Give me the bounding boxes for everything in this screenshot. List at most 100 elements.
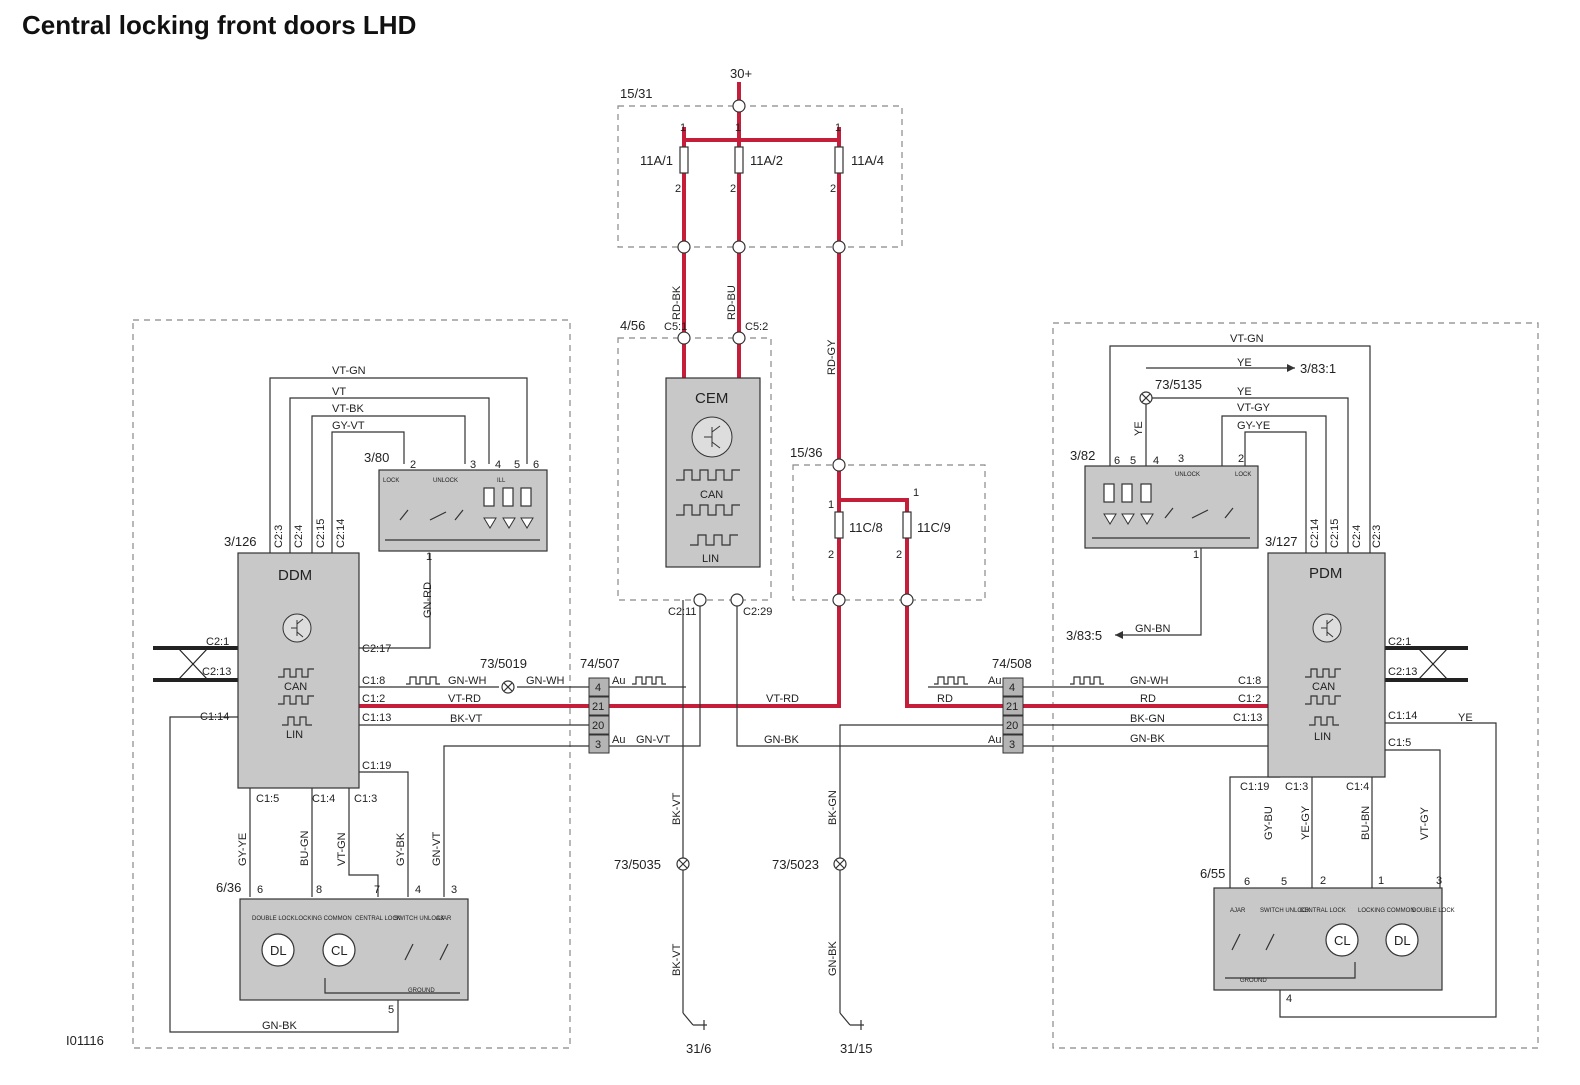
svg-text:3/82: 3/82 [1070, 448, 1095, 463]
svg-text:1: 1 [913, 487, 919, 499]
svg-text:C2:14: C2:14 [1309, 519, 1321, 548]
svg-text:Au: Au [612, 675, 625, 687]
door-lock-6-36: DOUBLE LOCK LOCKING COMMON CENTRAL LOCK … [239, 898, 469, 1001]
svg-text:GY-BU: GY-BU [1263, 806, 1275, 840]
fuse-11a-4: 11A/4 [834, 146, 884, 174]
svg-text:VT: VT [332, 386, 346, 398]
splice-icons [501, 391, 1153, 871]
svg-text:DL: DL [1394, 933, 1411, 948]
svg-text:74/507: 74/507 [580, 656, 620, 671]
svg-text:C1:19: C1:19 [362, 760, 391, 772]
svg-text:GN-BK: GN-BK [764, 734, 800, 746]
right-door-box [1052, 322, 1539, 1049]
svg-text:73/5135: 73/5135 [1155, 377, 1202, 392]
svg-text:21: 21 [1006, 701, 1018, 713]
svg-text:2: 2 [675, 183, 681, 195]
svg-text:74/508: 74/508 [992, 656, 1032, 671]
svg-text:GN-WH: GN-WH [1130, 675, 1169, 687]
svg-text:BK-GN: BK-GN [1130, 713, 1165, 725]
svg-text:AJAR: AJAR [1230, 908, 1246, 914]
svg-text:6/36: 6/36 [216, 880, 241, 895]
svg-text:C1:14: C1:14 [1388, 710, 1417, 722]
svg-text:CL: CL [331, 943, 348, 958]
svg-text:LOCKING COMMON: LOCKING COMMON [1358, 908, 1415, 914]
svg-text:C5:2: C5:2 [745, 321, 768, 333]
svg-text:3: 3 [1009, 739, 1015, 751]
pdm-module: PDM CAN LIN [1267, 552, 1386, 778]
svg-text:31/6: 31/6 [686, 1041, 711, 1056]
svg-text:Au: Au [988, 675, 1001, 687]
switch-unit-3-82: UNLOCK LOCK [1084, 465, 1259, 549]
svg-text:BU-GN: BU-GN [299, 831, 311, 867]
svg-text:3/83:1: 3/83:1 [1300, 361, 1336, 376]
svg-text:C1:13: C1:13 [1233, 712, 1262, 724]
svg-text:C1:3: C1:3 [354, 793, 377, 805]
svg-text:7: 7 [374, 884, 380, 896]
svg-text:CENTRAL LOCK: CENTRAL LOCK [1300, 908, 1346, 914]
svg-text:VT-GY: VT-GY [1419, 806, 1431, 840]
svg-text:SWITCH UNLOCK: SWITCH UNLOCK [394, 916, 444, 922]
svg-text:5: 5 [1130, 455, 1136, 467]
svg-text:C1:5: C1:5 [256, 793, 279, 805]
svg-text:YE: YE [1237, 386, 1252, 398]
svg-text:Au: Au [988, 734, 1001, 746]
svg-text:C2:13: C2:13 [202, 666, 231, 678]
svg-text:C2:4: C2:4 [1351, 525, 1363, 548]
svg-text:4: 4 [1009, 682, 1015, 694]
svg-text:GN-BK: GN-BK [1130, 733, 1166, 745]
svg-text:C1:13: C1:13 [362, 712, 391, 724]
svg-text:GN-VT: GN-VT [636, 734, 671, 746]
svg-text:C2:17: C2:17 [362, 643, 391, 655]
svg-text:DDM: DDM [278, 567, 312, 584]
svg-text:C2:1: C2:1 [206, 636, 229, 648]
svg-text:PDM: PDM [1309, 565, 1342, 582]
svg-text:C1:2: C1:2 [1238, 693, 1261, 705]
svg-text:CENTRAL LOCK: CENTRAL LOCK [355, 916, 401, 922]
svg-text:RD: RD [1140, 693, 1156, 705]
fuse-box-15-31 [617, 105, 903, 248]
fuse-11c-8: 11C/8 [834, 511, 883, 539]
svg-text:VT-GN: VT-GN [332, 365, 366, 377]
svg-text:C2:15: C2:15 [315, 519, 327, 548]
svg-text:20: 20 [592, 720, 604, 732]
svg-text:CAN: CAN [700, 489, 723, 501]
svg-text:3/83:5: 3/83:5 [1066, 628, 1102, 643]
fuse-11a-1: 11A/1 [640, 146, 689, 174]
svg-text:4: 4 [595, 682, 601, 694]
svg-text:RD-BK: RD-BK [671, 285, 683, 320]
svg-text:5: 5 [514, 459, 520, 471]
svg-text:RD: RD [937, 693, 953, 705]
ground-symbols [682, 1012, 864, 1030]
svg-text:LOCKING COMMON: LOCKING COMMON [295, 916, 352, 922]
svg-text:I01116: I01116 [66, 1033, 104, 1048]
svg-text:6: 6 [257, 884, 263, 896]
svg-text:AJAR: AJAR [436, 916, 452, 922]
svg-text:C2:4: C2:4 [293, 525, 305, 548]
svg-text:VT-GN: VT-GN [1230, 333, 1264, 345]
svg-text:DOUBLE LOCK: DOUBLE LOCK [1412, 908, 1455, 914]
svg-text:6: 6 [533, 459, 539, 471]
svg-text:11A/4: 11A/4 [851, 153, 884, 168]
svg-text:1: 1 [835, 122, 841, 134]
svg-text:GY-BK: GY-BK [395, 832, 407, 866]
svg-text:4: 4 [495, 459, 501, 471]
svg-text:11A/2: 11A/2 [750, 153, 783, 168]
svg-text:2: 2 [896, 549, 902, 561]
diagram-title: Central locking front doors LHD [22, 10, 417, 40]
svg-text:1: 1 [735, 122, 741, 134]
svg-text:4: 4 [1286, 993, 1292, 1005]
svg-text:CL: CL [1334, 933, 1351, 948]
power-wires [359, 82, 1268, 708]
svg-text:BK-VT: BK-VT [450, 713, 483, 725]
svg-text:2: 2 [828, 549, 834, 561]
svg-text:DL: DL [270, 943, 287, 958]
svg-text:GN-BK: GN-BK [827, 941, 839, 977]
svg-text:YE: YE [1237, 357, 1252, 369]
svg-text:BK-VT: BK-VT [671, 792, 683, 825]
fuse-11c-9: 11C/9 [902, 511, 951, 539]
svg-text:GN-RD: GN-RD [422, 582, 434, 618]
svg-text:CEM: CEM [695, 390, 728, 407]
junction-nodes [677, 99, 914, 607]
svg-text:6: 6 [1114, 455, 1120, 467]
svg-text:C2:1: C2:1 [1388, 636, 1411, 648]
